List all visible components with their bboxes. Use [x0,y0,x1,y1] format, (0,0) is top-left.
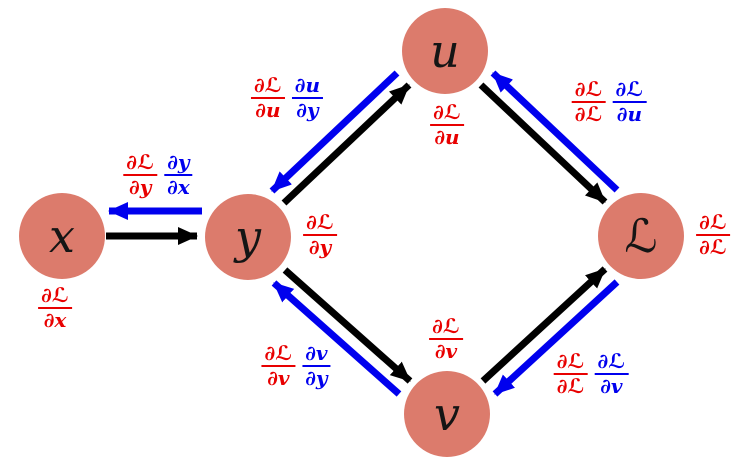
fraction-numerator: ∂y [164,152,193,176]
local-derivative-fraction: ∂ℒ ∂v [594,351,629,398]
node-u: u [402,8,488,94]
fraction-numerator: ∂u [291,75,324,99]
chain-rule-label-v-to-y: ∂ℒ ∂v ∂v ∂y [261,343,331,390]
node-x-label: x [49,209,75,263]
gradient-of-u: ∂ℒ ∂u [430,102,464,148]
gradient-fraction: ∂ℒ ∂u [430,102,464,148]
node-loss: ℒ [598,193,684,279]
node-u-label: u [430,24,460,78]
gradient-of-v: ∂ℒ ∂v [429,316,463,362]
node-y: y [205,194,291,280]
fraction-denominator: ∂u [255,98,281,122]
upstream-gradient-fraction: ∂ℒ ∂ℒ [553,351,588,398]
local-derivative-fraction: ∂ℒ ∂u [612,79,647,126]
node-x: x [19,193,105,279]
fraction-numerator: ∂ℒ [612,79,647,103]
fraction-denominator: ∂ℒ [574,102,603,126]
fraction-denominator: ∂u [434,125,460,149]
fraction-numerator: ∂ℒ [429,316,463,340]
upstream-gradient-fraction: ∂ℒ ∂v [261,343,296,390]
edge-y-to-v-forward-arrow [282,267,413,384]
fraction-denominator: ∂y [308,235,332,259]
fraction-denominator: ∂ℒ [699,235,727,259]
chain-rule-label-L-to-u: ∂ℒ ∂ℒ ∂ℒ ∂u [571,79,647,126]
gradient-fraction: ∂ℒ ∂y [303,212,337,258]
edge-v-to-y-backward-arrow [271,280,402,397]
edge-L-to-v-backward-arrow [492,279,620,397]
fraction-numerator: ∂ℒ [261,343,296,367]
gradient-of-loss: ∂ℒ ∂ℒ [696,212,730,258]
fraction-denominator: ∂y [129,175,152,199]
local-derivative-fraction: ∂v ∂y [302,343,331,390]
edge-L-to-u-backward-arrow [490,70,620,193]
chain-rule-label-L-to-v: ∂ℒ ∂ℒ ∂ℒ ∂v [553,351,629,398]
node-loss-label: ℒ [624,209,658,263]
fraction-denominator: ∂v [267,366,290,390]
fraction-numerator: ∂v [302,343,331,367]
fraction-numerator: ∂ℒ [250,75,285,99]
chain-rule-label-u-to-y: ∂ℒ ∂u ∂u ∂y [250,75,324,122]
fraction-numerator: ∂ℒ [553,351,588,375]
edge-u-to-y-backward-arrow [269,70,400,194]
edge-v-to-L-forward-arrow [480,266,608,384]
fraction-numerator: ∂ℒ [571,79,606,103]
fraction-numerator: ∂ℒ [123,152,158,176]
fraction-denominator: ∂ℒ [556,374,585,398]
upstream-gradient-fraction: ∂ℒ ∂u [250,75,285,122]
chain-rule-label-y-to-x: ∂ℒ ∂y ∂y ∂x [123,152,193,199]
fraction-denominator: ∂u [616,102,643,126]
fraction-numerator: ∂ℒ [696,212,730,236]
fraction-numerator: ∂ℒ [303,212,337,236]
gradient-fraction: ∂ℒ ∂x [38,285,72,331]
edge-y-to-u-forward-arrow [281,82,412,206]
fraction-denominator: ∂y [305,366,328,390]
node-y-label: y [235,210,261,264]
fraction-numerator: ∂ℒ [38,285,72,309]
local-derivative-fraction: ∂y ∂x [164,152,193,198]
fraction-denominator: ∂v [600,374,623,398]
node-v-label: v [434,387,460,441]
fraction-denominator: ∂x [43,308,67,332]
upstream-gradient-fraction: ∂ℒ ∂ℒ [571,79,606,126]
gradient-fraction: ∂ℒ ∂v [429,316,463,362]
gradient-fraction: ∂ℒ ∂ℒ [696,212,730,258]
edge-u-to-L-forward-arrow [478,82,608,205]
fraction-denominator: ∂x [167,175,190,199]
gradient-of-y: ∂ℒ ∂y [303,212,337,258]
gradient-of-x: ∂ℒ ∂x [38,285,72,331]
fraction-numerator: ∂ℒ [430,102,464,126]
upstream-gradient-fraction: ∂ℒ ∂y [123,152,158,199]
fraction-denominator: ∂y [296,98,319,122]
node-v: v [404,371,490,457]
fraction-numerator: ∂ℒ [594,351,629,375]
local-derivative-fraction: ∂u ∂y [291,75,324,122]
fraction-denominator: ∂v [434,339,458,363]
